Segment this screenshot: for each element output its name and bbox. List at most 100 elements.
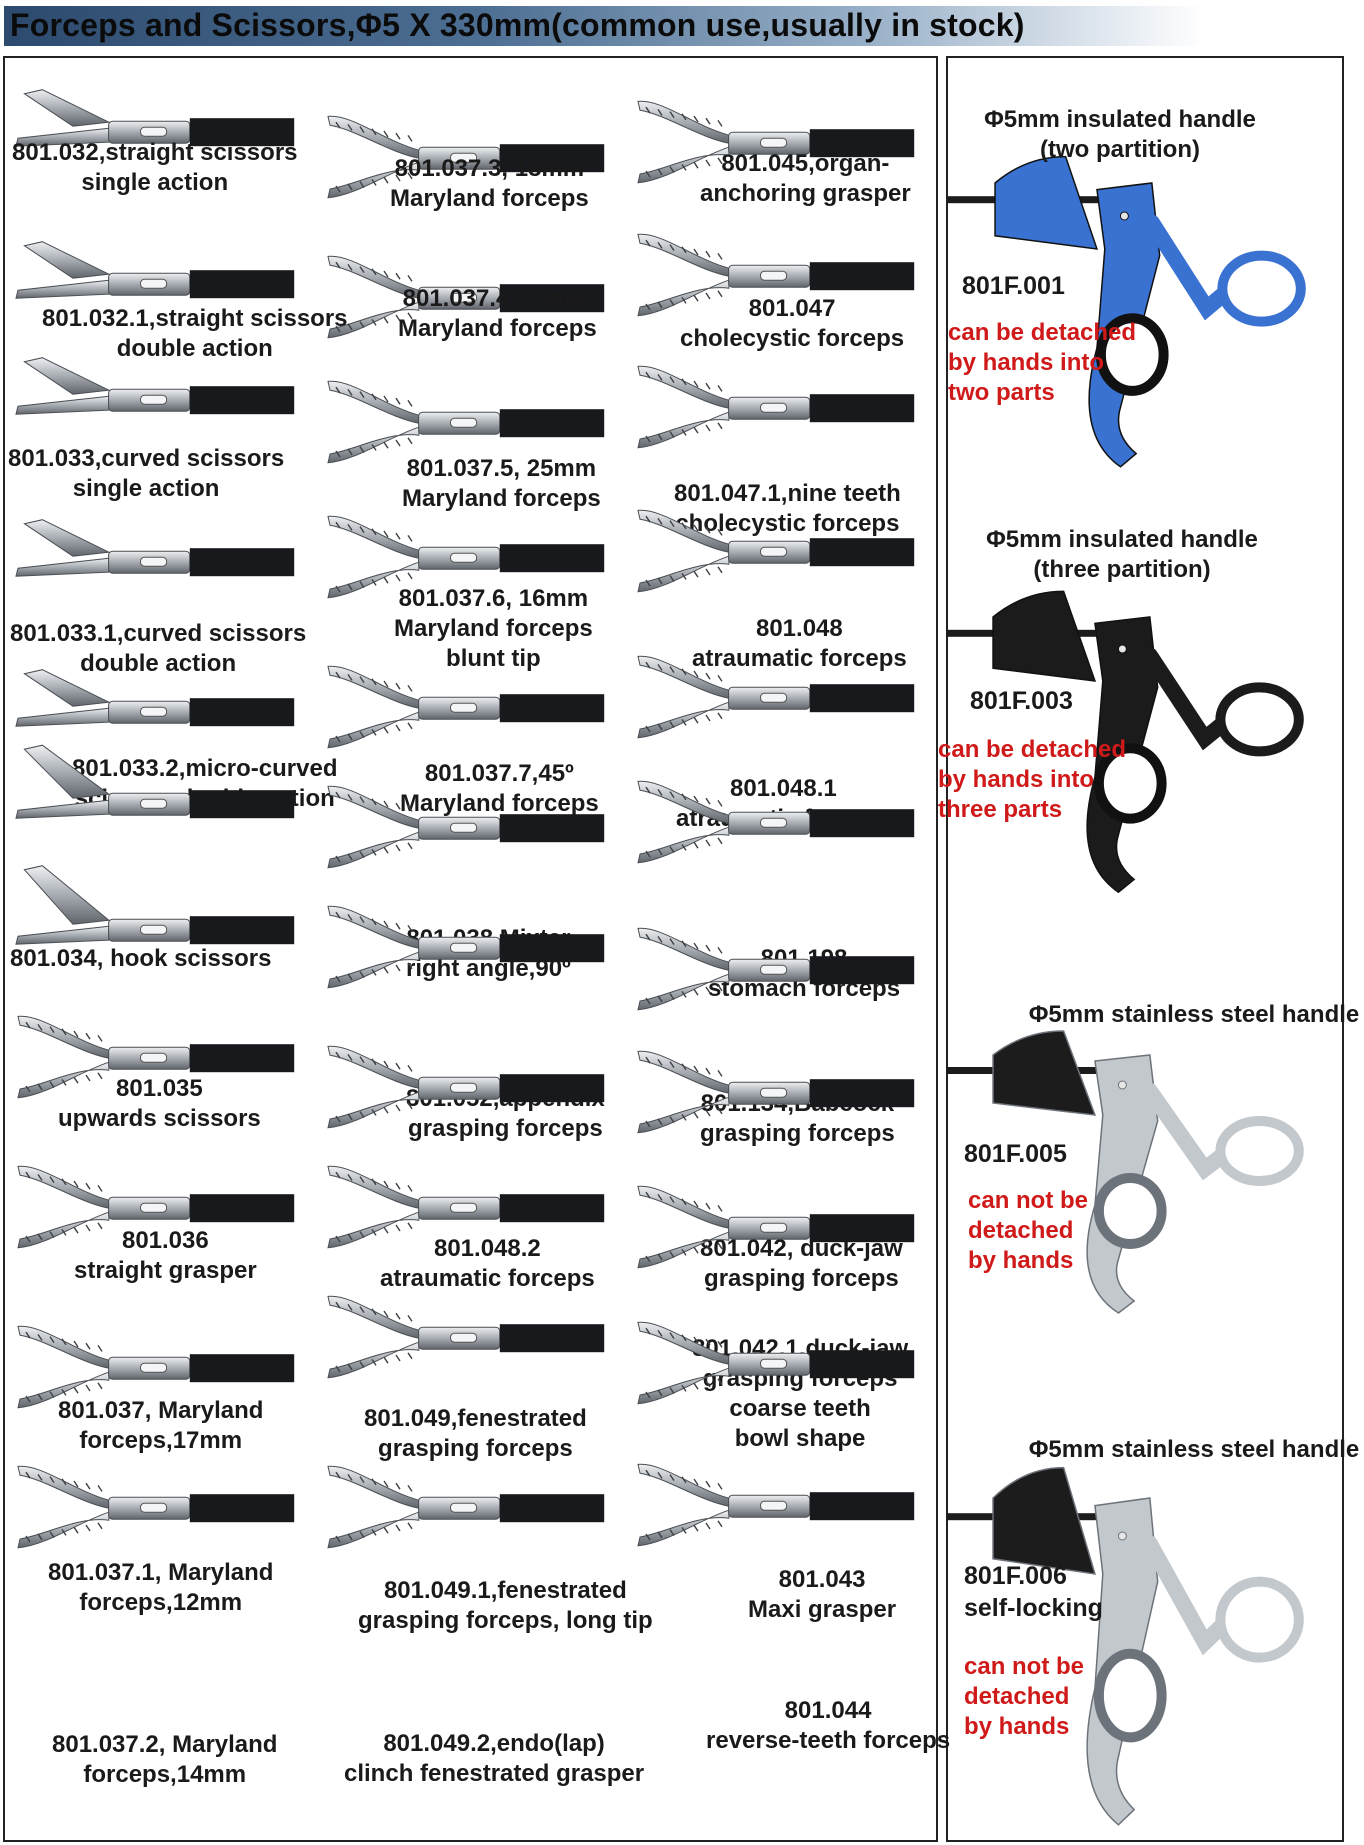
caption-line: 801.049,fenestrated: [364, 1405, 587, 1432]
caption-line: 801.049.2,endo(lap): [383, 1730, 605, 1757]
handle-note-line: three parts: [938, 796, 1063, 823]
maryland-forceps-icon: [17, 1325, 295, 1409]
caption-line: single action: [72, 475, 220, 502]
fenestrated-grasper-icon: [327, 1165, 605, 1249]
handle-title: Φ5mm stainless steel handle: [1024, 1435, 1364, 1465]
caption-line: atraumatic forceps: [380, 1265, 595, 1292]
caption-line: 801.047: [748, 295, 836, 322]
caption-line: atraumatic forceps: [692, 645, 907, 672]
caption-line: 801.037.1, Maryland: [48, 1559, 274, 1586]
curved-scissors-icon: [15, 357, 295, 415]
instrument-caption: 801.048 atraumatic forceps: [692, 614, 907, 674]
caption-line: blunt tip: [446, 645, 541, 672]
reverse-teeth-forceps-icon: [637, 1463, 915, 1547]
atraumatic-forceps-icon: [327, 1045, 605, 1129]
nine-teeth-forceps-icon: [637, 365, 915, 449]
caption-line: 801.043: [778, 1566, 866, 1593]
caption-line: 801.034, hook scissors: [10, 945, 272, 972]
maryland-forceps-icon: [17, 1165, 295, 1249]
caption-line: 801.047.1,nine teeth: [674, 480, 901, 507]
caption-line: Maryland forceps: [394, 615, 593, 642]
caption-line: Maryland forceps: [398, 315, 597, 342]
instrument-caption: 801.037.2, Maryland forceps,14mm: [52, 1730, 277, 1790]
duck-jaw-forceps-icon: [637, 1185, 915, 1269]
maryland-forceps-icon: [327, 255, 605, 339]
caption-line: coarse teeth: [729, 1395, 871, 1422]
handle-note-line: detached: [964, 1683, 1070, 1710]
steel-handle-icon: [946, 1030, 1304, 1314]
blue-insulated-handle-icon: [948, 155, 1306, 468]
handle-detach-note: can be detached by hands into three parts: [938, 735, 1126, 825]
caption-line: anchoring grasper: [700, 180, 911, 207]
mixter-forceps-icon: [327, 785, 605, 869]
straight-scissors-icon: [15, 89, 295, 147]
caption-line: Maryland forceps: [390, 185, 589, 212]
caption-line: cholecystic forceps: [680, 325, 905, 352]
handle-note-line: can be detached: [938, 736, 1127, 763]
caption-line: grasping forceps: [704, 1265, 899, 1292]
micro-curved-scissors-icon: [15, 669, 295, 727]
handle-code: 801F.006 self-locking: [964, 1560, 1103, 1624]
instrument-caption: 801.049.2,endo(lap) clinch fenestrated gr…: [344, 1729, 644, 1789]
caption-line: grasping forceps: [408, 1115, 603, 1142]
instrument-caption: 801.036 straight grasper: [74, 1226, 257, 1286]
maryland-forceps-icon: [327, 380, 605, 464]
handle-title-line: Φ5mm insulated handle: [986, 526, 1258, 553]
handle-code-line: 801F.001: [962, 272, 1065, 300]
handle-note-line: by hands into: [948, 349, 1104, 376]
caption-line: 801.048: [755, 615, 843, 642]
handle-note-line: two parts: [948, 379, 1055, 406]
fenestrated-grasper-icon: [327, 1465, 605, 1549]
handle-code-line: self-locking: [964, 1594, 1103, 1622]
handle-title-line: (two partition): [1040, 136, 1200, 163]
caption-line: straight grasper: [74, 1257, 257, 1284]
handle-code: 801F.001: [962, 270, 1065, 302]
straight-scissors-icon: [15, 241, 295, 299]
instrument-caption: 801.033,curved scissors single action: [8, 444, 284, 504]
caption-line: 801.036: [121, 1227, 209, 1254]
instrument-caption: 801.032.1,straight scissors double action: [42, 304, 348, 364]
caption-line: double action: [116, 335, 273, 362]
instrument-caption: 801.049.1,fenestrated grasping forceps, l…: [358, 1576, 653, 1636]
cholecystic-forceps-icon: [637, 233, 915, 317]
handle-title: Φ5mm insulated handle(three partition): [952, 525, 1292, 585]
caption-line: 801.033.2,micro-curved: [72, 755, 338, 782]
handle-code-line: 801F.005: [964, 1140, 1067, 1168]
caption-line: Maryland forceps: [400, 790, 599, 817]
caption-line: upwards scissors: [58, 1105, 261, 1132]
caption-line: 801.037.7,45º: [424, 760, 574, 787]
caption-line: forceps,12mm: [79, 1589, 243, 1616]
caption-line: 801.049.1,fenestrated: [383, 1577, 627, 1604]
handle-note-line: detached: [968, 1217, 1074, 1244]
caption-line: 801.033.1,curved scissors: [10, 620, 307, 647]
caption-line: Maxi grasper: [748, 1596, 897, 1623]
handle-code-line: 801F.006: [964, 1562, 1067, 1590]
handle-note-line: by hands into: [938, 766, 1094, 793]
caption-line: clinch fenestrated grasper: [344, 1760, 645, 1787]
maryland-forceps-icon: [17, 1465, 295, 1549]
caption-line: 801.032.1,straight scissors: [42, 305, 348, 332]
caption-line: grasping forceps, long tip: [358, 1607, 653, 1634]
caption-line: 801.048.2: [433, 1235, 541, 1262]
caption-line: 801.033,curved scissors: [8, 445, 285, 472]
atraumatic-forceps-icon: [637, 509, 915, 593]
caption-line: 801.035: [116, 1075, 203, 1102]
caption-line: single action: [81, 169, 229, 196]
handle-note-line: can not be: [968, 1187, 1089, 1214]
upwards-scissors-icon: [15, 865, 295, 945]
caption-line: 801.037.6, 16mm: [398, 585, 589, 612]
caption-line: 801.037.2, Maryland: [52, 1731, 278, 1758]
caption-line: forceps,14mm: [83, 1761, 247, 1788]
caption-line: bowl shape: [734, 1425, 866, 1452]
stomach-forceps-icon: [637, 780, 915, 864]
